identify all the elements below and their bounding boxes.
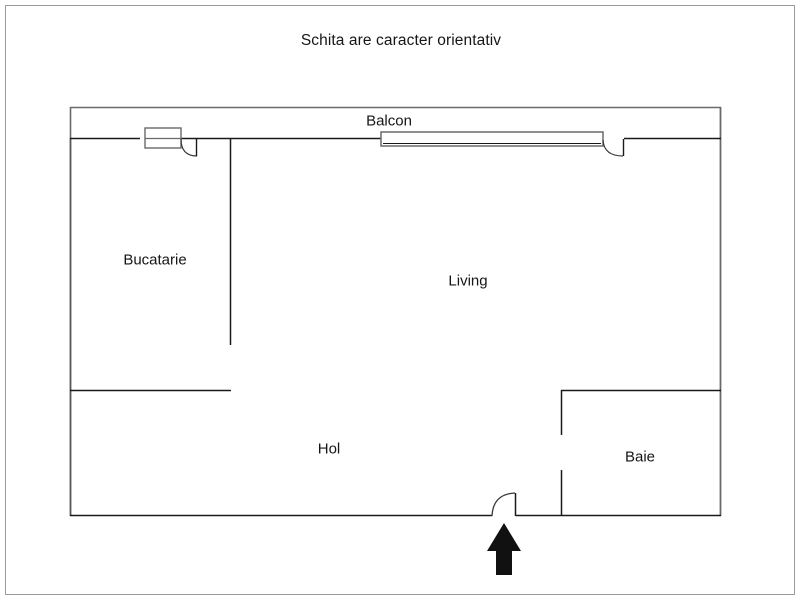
room-label-bathroom: Baie bbox=[624, 448, 656, 466]
room-label-hallway: Hol bbox=[317, 440, 341, 458]
apartment-outer-walls bbox=[69, 106, 722, 517]
outer-frame-border bbox=[5, 5, 795, 595]
kitchen-window-icon bbox=[144, 127, 182, 149]
balcony-door-swing-icon bbox=[602, 139, 625, 157]
balcony-window-icon bbox=[380, 131, 604, 147]
page-title: Schita are caracter orientativ bbox=[300, 32, 502, 49]
room-label-balcony: Balcon bbox=[366, 112, 412, 130]
room-label-kitchen: Bucatarie bbox=[123, 251, 187, 269]
entrance-door-swing-icon bbox=[491, 492, 517, 517]
entrance-arrow-icon bbox=[487, 523, 521, 575]
kitchen-door-swing-icon bbox=[180, 138, 198, 157]
room-label-living-room: Living bbox=[448, 272, 488, 290]
